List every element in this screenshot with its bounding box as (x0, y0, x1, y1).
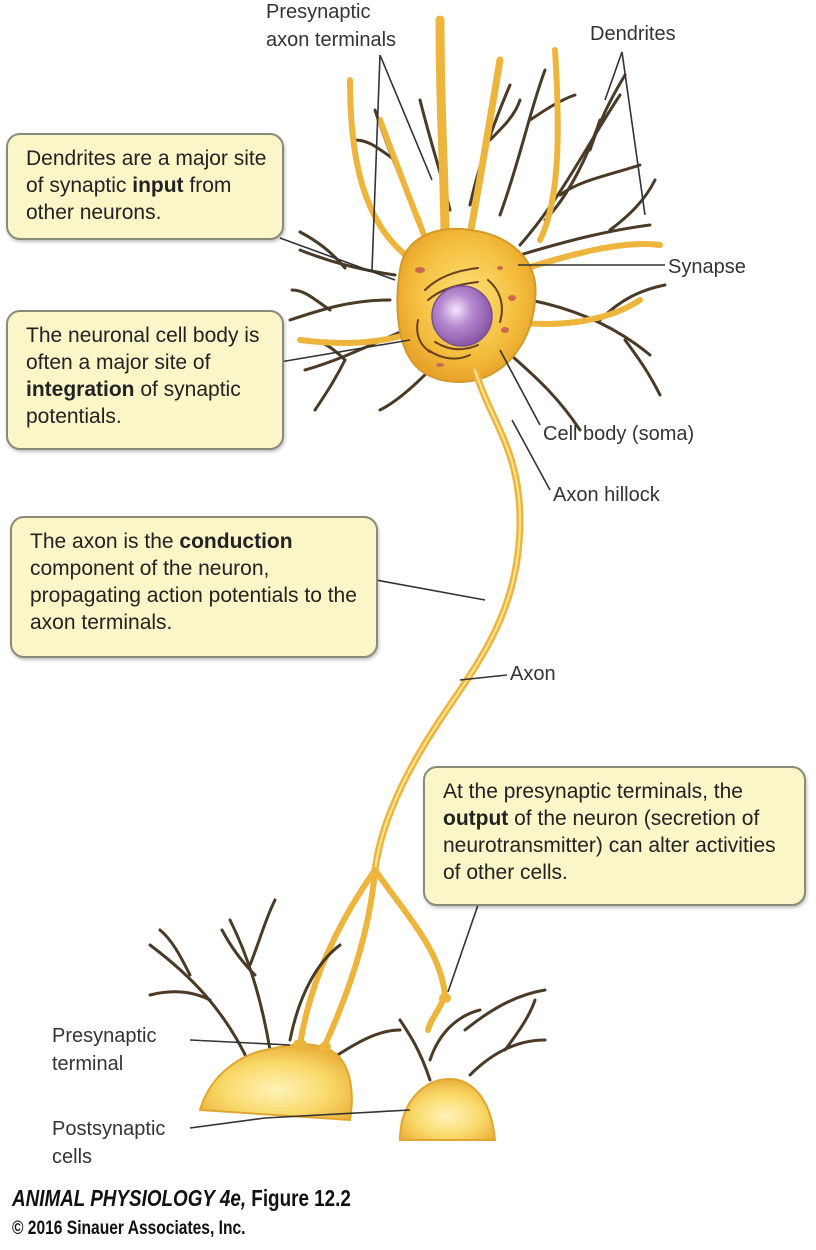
postsynaptic-dendrites (148, 898, 547, 1082)
callout-text: of synaptic potentials. (26, 378, 241, 428)
figure-caption: ANIMAL PHYSIOLOGY 4e, Figure 12.2 (12, 1185, 351, 1212)
label-presynaptic-terminal-2: terminal (52, 1053, 124, 1075)
presynaptic-terminal-knob (319, 1042, 331, 1052)
label-postsynaptic-cells-1: Postsynaptic (52, 1118, 166, 1140)
callout-bold: input (132, 174, 184, 197)
postsynaptic-cell-2 (398, 1078, 497, 1141)
label-presynaptic-axon-terminals-2: axon terminals (266, 29, 397, 51)
callout-axon: The axon is the conduction component of … (10, 516, 378, 658)
callout-text: The neuronal cell body is often a major … (26, 324, 260, 374)
callout-text: from other neurons. (26, 174, 232, 224)
callout-dendrites: Dendrites are a major site of synaptic i… (6, 133, 284, 240)
presynaptic-terminal-knob (439, 993, 451, 1003)
label-presynaptic-axon-terminals-1: Presynaptic (266, 1, 371, 23)
callout-bold: output (443, 807, 509, 830)
label-cell-body: Cell body (soma) (543, 423, 695, 445)
callout-text: Dendrites are a major site of synaptic (26, 147, 267, 197)
presynaptic-terminal-knob (293, 1039, 307, 1051)
leader-lines (189, 51, 665, 1129)
callout-bold: integration (26, 378, 135, 401)
callout-cell-body: The neuronal cell body is often a major … (6, 310, 284, 450)
nucleus (431, 285, 493, 347)
label-axon: Axon (510, 663, 556, 685)
label-synapse: Synapse (668, 256, 746, 278)
callout-terminals: At the presynaptic terminals, the output… (423, 766, 806, 906)
callout-bold: conduction (179, 530, 293, 553)
label-dendrites: Dendrites (590, 23, 676, 45)
callout-text: component of the neuron, propagating act… (30, 557, 357, 634)
copyright: © 2016 Sinauer Associates, Inc. (12, 1218, 246, 1239)
label-presynaptic-terminal-1: Presynaptic (52, 1025, 157, 1047)
callout-text: The axon is the (30, 530, 180, 553)
callout-text: of the neuron (secretion of neurotransmi… (443, 807, 776, 884)
mitochondria (415, 266, 516, 367)
figure-number: Figure 12.2 (251, 1185, 351, 1211)
postsynaptic-cell-1 (198, 1043, 353, 1122)
label-postsynaptic-cells-2: cells (52, 1146, 93, 1168)
book-title: ANIMAL PHYSIOLOGY 4e, (12, 1185, 247, 1211)
label-axon-hillock: Axon hillock (553, 484, 660, 506)
callout-text: At the presynaptic terminals, the (443, 780, 743, 803)
